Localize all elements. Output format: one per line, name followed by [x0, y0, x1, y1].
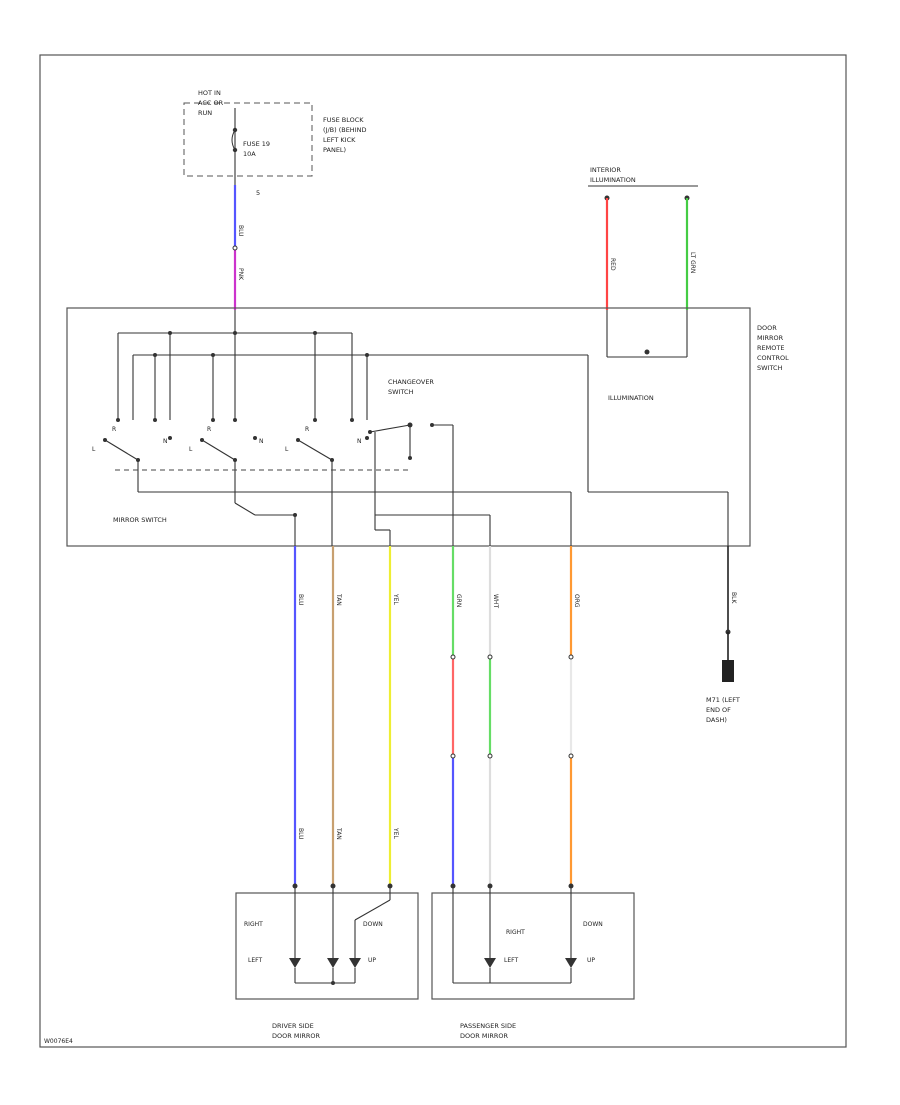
svg-text:L: L: [189, 446, 193, 453]
wire-blu: BLU BLU: [293, 546, 304, 886]
passenger-motor-down: DOWN: [583, 921, 603, 928]
mirror-switch-pole-1: [103, 418, 172, 492]
svg-text:R: R: [305, 426, 309, 433]
svg-text:N: N: [163, 438, 168, 445]
mirror-switch-pole-3: [296, 418, 369, 546]
mirror-switch-label: MIRROR SWITCH: [113, 516, 167, 524]
svg-text:WHT: WHT: [492, 594, 499, 608]
svg-text:N: N: [259, 438, 264, 445]
remote-switch-box: [66, 307, 751, 547]
svg-text:BLU: BLU: [297, 594, 304, 606]
driver-mirror-terminals: [292, 883, 393, 985]
diagram-frame: [39, 54, 847, 1048]
wire-tan: TAN TAN: [331, 546, 342, 886]
driver-motor-down: DOWN: [363, 921, 383, 928]
illum-wire-1-label: RED: [609, 258, 616, 271]
passenger-motor-up: UP: [587, 957, 595, 964]
supply-wire-label-bottom: PNK: [237, 268, 244, 281]
fuse-icon: [231, 129, 236, 151]
illum-bulb: [644, 349, 650, 355]
driver-motor-left: LEFT: [248, 957, 262, 964]
fuse-pin-label: 5: [256, 189, 260, 197]
supply-connector: [232, 245, 238, 251]
passenger-mirror-terminals: [450, 883, 574, 984]
svg-text:N: N: [357, 438, 362, 445]
illumination-label: ILLUMINATION: [608, 394, 654, 402]
svg-text:R: R: [207, 426, 211, 433]
driver-motor-up: UP: [368, 957, 376, 964]
switch-feeds: [117, 333, 368, 420]
passenger-mirror-box: [431, 892, 635, 1000]
wire-wht-multi: WHT: [487, 546, 499, 886]
switch-nodes: [153, 331, 369, 357]
diagram-id: W0076E4: [44, 1038, 73, 1045]
fuse-block: [183, 102, 313, 177]
svg-text:R: R: [112, 426, 116, 433]
svg-text:L: L: [285, 446, 289, 453]
ground-icon: [722, 629, 734, 682]
internal-routing: [138, 491, 572, 546]
svg-text:TAN: TAN: [335, 827, 342, 840]
driver-motor-icons: [289, 958, 361, 968]
illum-wire-2-label: LT GRN: [689, 252, 696, 273]
changeover-switch: [368, 422, 454, 546]
ground-wire: BLK: [727, 546, 737, 632]
wire-org: ORG: [568, 546, 580, 886]
passenger-motor-icons: [484, 958, 577, 968]
svg-text:TAN: TAN: [335, 593, 342, 606]
driver-mirror-box: [235, 892, 419, 1000]
svg-text:YEL: YEL: [392, 593, 399, 605]
driver-motor-right: RIGHT: [244, 921, 263, 928]
wire-yel: YEL YEL: [388, 546, 399, 886]
svg-text:GRN: GRN: [455, 594, 462, 607]
svg-text:BLU: BLU: [297, 828, 304, 840]
switch-markers: R L N R L N R L N: [92, 426, 362, 453]
svg-text:ORG: ORG: [573, 594, 580, 608]
mirror-switch-pole-2: [200, 418, 257, 503]
svg-text:BLK: BLK: [730, 592, 737, 604]
wire-grn-multi: GRN: [450, 546, 462, 886]
svg-text:YEL: YEL: [392, 827, 399, 839]
passenger-motor-right: RIGHT: [506, 929, 525, 936]
passenger-motor-left: LEFT: [504, 957, 518, 964]
svg-text:L: L: [92, 446, 96, 453]
supply-wire-label-top: BLU: [237, 225, 244, 237]
